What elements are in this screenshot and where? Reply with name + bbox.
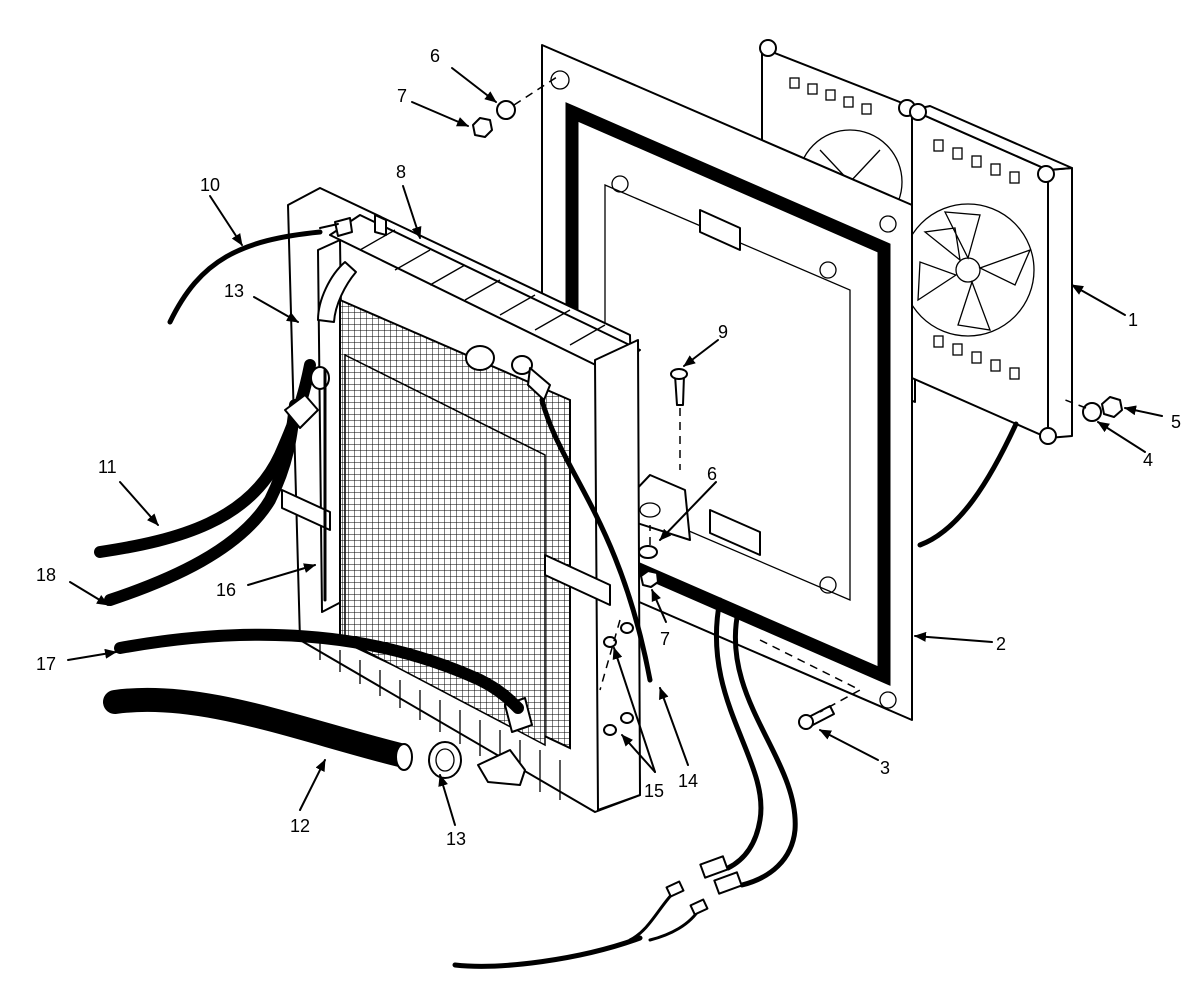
callout-5: 5 <box>1171 412 1181 432</box>
callout-6-top: 6 <box>430 46 440 66</box>
callout-13-bottom: 13 <box>446 829 466 849</box>
hoses <box>94 223 653 771</box>
callout-14: 14 <box>678 771 698 791</box>
callout-leaders <box>67 67 1163 826</box>
callout-7-lower: 7 <box>660 629 670 649</box>
callout-10: 10 <box>200 175 220 195</box>
callout-1: 1 <box>1128 310 1138 330</box>
callout-6-lower: 6 <box>707 464 717 484</box>
callout-18: 18 <box>36 565 56 585</box>
callout-9: 9 <box>718 322 728 342</box>
callout-8: 8 <box>396 162 406 182</box>
callout-3: 3 <box>880 758 890 778</box>
callout-11: 11 <box>98 457 117 477</box>
callout-16: 16 <box>216 580 236 600</box>
callout-12: 12 <box>290 816 310 836</box>
dashed-guides <box>513 74 1087 713</box>
callout-17: 17 <box>36 654 56 674</box>
callout-13-top: 13 <box>224 281 244 301</box>
callout-2: 2 <box>996 634 1006 654</box>
callout-15: 15 <box>644 781 664 801</box>
wire-harness <box>452 597 798 969</box>
callout-4: 4 <box>1143 450 1153 470</box>
callout-7-top: 7 <box>397 86 407 106</box>
callout-labels: 1 2 3 4 5 6 6 7 7 8 9 10 11 12 13 13 14 … <box>36 46 1181 849</box>
